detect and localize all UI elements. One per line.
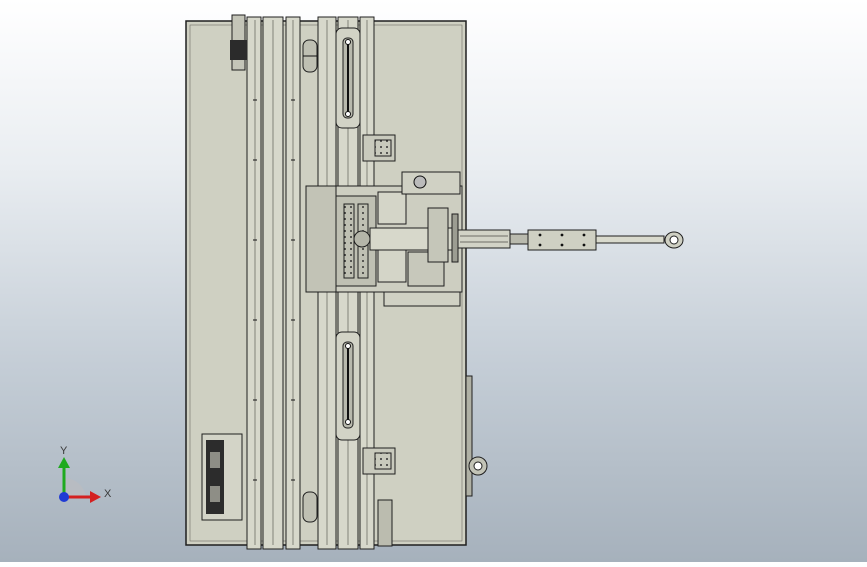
lower-clamp[interactable] xyxy=(335,331,361,441)
upper-clamp[interactable] xyxy=(335,27,361,129)
lower-right-block[interactable] xyxy=(377,499,393,547)
right-fitting[interactable] xyxy=(465,375,488,497)
control-box[interactable] xyxy=(201,433,243,521)
lower-roller[interactable] xyxy=(302,491,318,523)
top-left-block xyxy=(230,40,247,60)
sensor-upper[interactable] xyxy=(362,134,396,162)
upper-roller[interactable] xyxy=(302,39,318,73)
pneumatic-cylinder[interactable] xyxy=(457,229,684,251)
axis-triad: Y X xyxy=(58,445,112,503)
slider-carriage[interactable] xyxy=(353,207,459,263)
axis-x-label: X xyxy=(104,488,112,500)
rail-ticks xyxy=(253,99,295,481)
axis-y-label: Y xyxy=(60,445,68,457)
sensor-lower[interactable] xyxy=(362,447,396,475)
